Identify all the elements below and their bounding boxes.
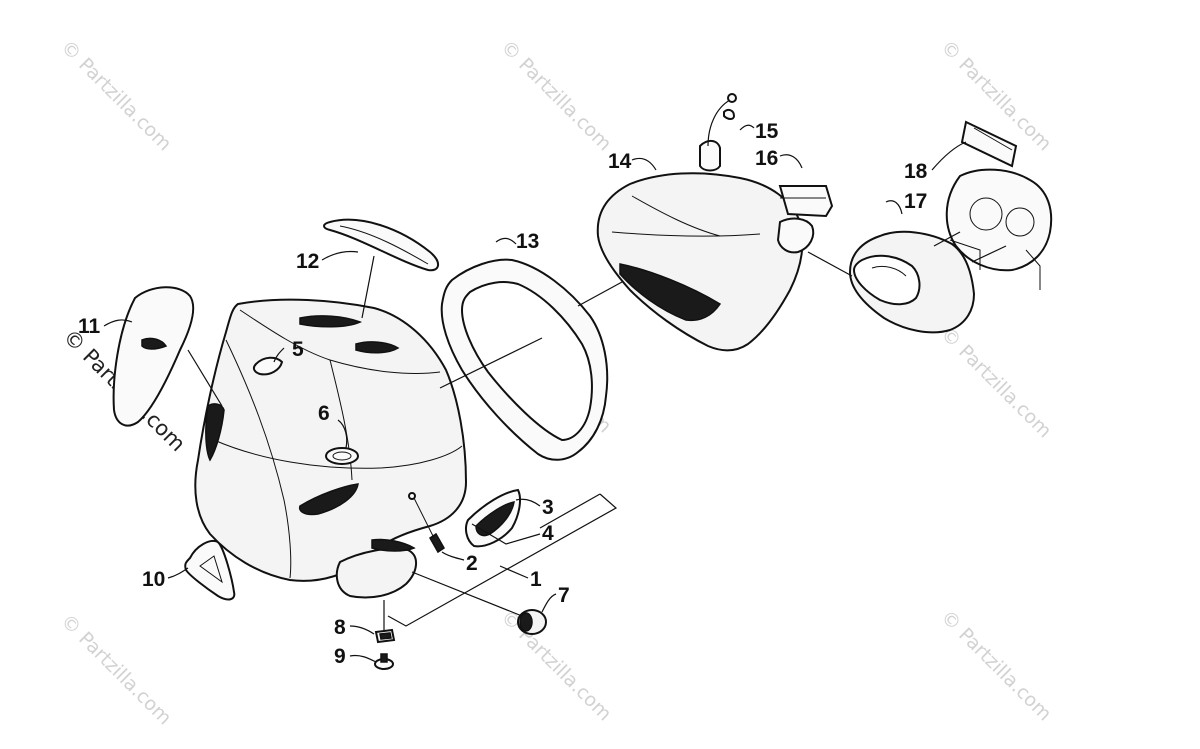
part-6-grommet bbox=[325, 447, 359, 465]
watermark-text: © Partzilla.com bbox=[56, 36, 175, 155]
callout-13: 13 bbox=[516, 230, 539, 253]
part-1-hood bbox=[194, 298, 468, 599]
watermark-text: © Partzilla.com bbox=[936, 323, 1055, 442]
callout-3: 3 bbox=[542, 496, 554, 519]
callout-4: 4 bbox=[542, 522, 554, 545]
callout-15: 15 bbox=[755, 120, 779, 143]
callout-6: 6 bbox=[318, 402, 330, 425]
callout-2: 2 bbox=[466, 552, 478, 575]
watermark-text: © Partzilla.com bbox=[496, 36, 615, 155]
part-5-clip bbox=[252, 356, 284, 376]
part-12-decal bbox=[323, 218, 439, 272]
part-16-pad bbox=[778, 185, 834, 218]
part-7-grommet bbox=[517, 609, 547, 635]
assembly-bracket bbox=[387, 493, 618, 627]
callout-labels: 1 2 3 4 5 6 7 8 9 10 11 12 13 14 15 16 1… bbox=[78, 120, 928, 668]
part-2-fastener bbox=[408, 492, 445, 554]
part-9-screw bbox=[374, 653, 394, 670]
callout-11: 11 bbox=[78, 315, 101, 338]
callout-17: 17 bbox=[904, 190, 927, 213]
callout-9: 9 bbox=[334, 645, 346, 668]
watermark-text: © Partzilla.com bbox=[936, 606, 1055, 725]
part-13-filter-frame bbox=[440, 258, 609, 461]
part-11-side-panel bbox=[112, 286, 195, 427]
callout-14: 14 bbox=[608, 150, 632, 173]
part-17-boot bbox=[848, 230, 976, 334]
part-8-nut bbox=[374, 628, 396, 644]
part-18-throttle-body bbox=[945, 120, 1053, 290]
callout-7: 7 bbox=[558, 584, 570, 607]
leader-lines bbox=[103, 124, 1007, 663]
part-3-grille bbox=[465, 488, 521, 548]
part-14-airbox bbox=[596, 172, 815, 352]
callout-8: 8 bbox=[334, 616, 346, 639]
callout-10: 10 bbox=[142, 568, 165, 591]
callout-16: 16 bbox=[755, 147, 778, 170]
callout-1: 1 bbox=[530, 568, 542, 591]
callout-18: 18 bbox=[904, 160, 928, 183]
callout-5: 5 bbox=[292, 338, 304, 361]
watermark-text: © Partzilla.com bbox=[496, 606, 615, 725]
watermark-text: © Partzilla.com bbox=[56, 610, 175, 729]
part-15-sensor bbox=[699, 93, 737, 172]
callout-12: 12 bbox=[296, 250, 319, 273]
